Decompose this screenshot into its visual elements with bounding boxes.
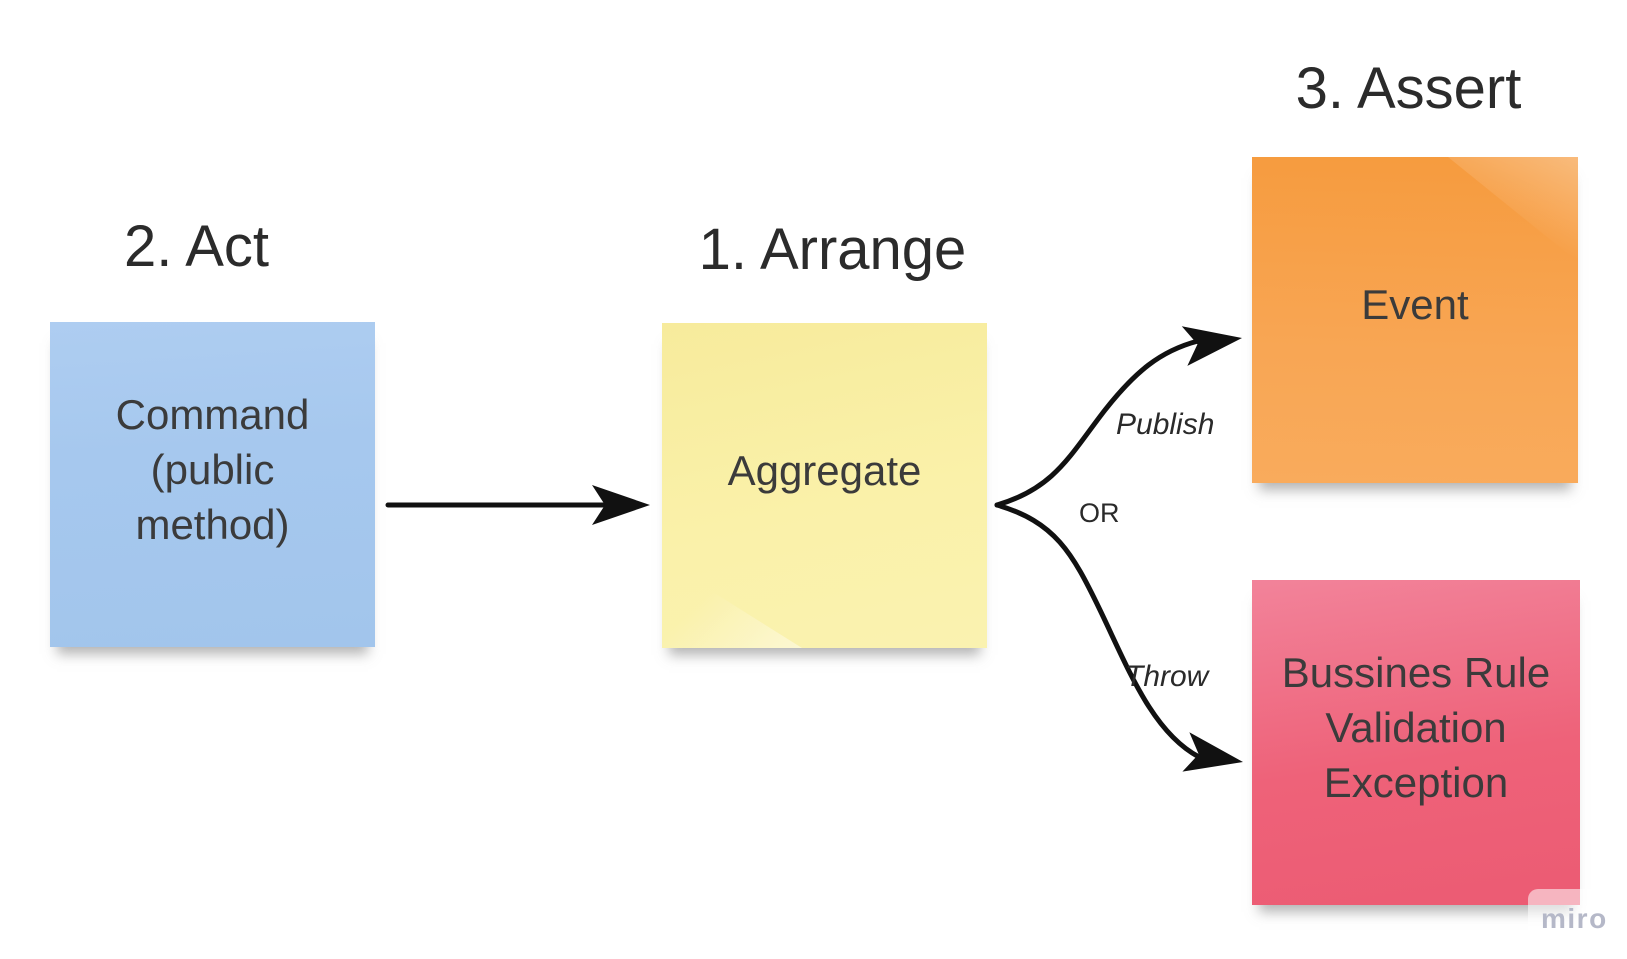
sticky-note-command[interactable]: Command (public method) [50, 322, 375, 647]
text-label-assert[interactable]: 3. Assert [1295, 56, 1522, 121]
miro-logo-text: miro [1541, 903, 1608, 934]
connector-aggregate-to-event-line[interactable] [994, 338, 1201, 508]
sticky-note-aggregate[interactable]: Aggregate [662, 323, 987, 648]
text-label-act[interactable]: 2. Act [123, 214, 270, 279]
text-label-arrange[interactable]: 1. Arrange [698, 217, 967, 282]
sticky-note-event[interactable]: Event [1252, 157, 1578, 483]
corner-fold-decoration [1448, 157, 1578, 262]
sticky-note-event-text: Event [1361, 281, 1469, 329]
connector-label-or[interactable]: OR [1079, 498, 1120, 528]
sticky-note-exception[interactable]: Bussines Rule Validation Exception [1252, 580, 1580, 905]
corner-fold-decoration [662, 560, 802, 648]
sticky-note-exception-text: Bussines Rule Validation Exception [1281, 648, 1551, 806]
connector-label-throw[interactable]: Throw [1125, 660, 1209, 693]
connector-aggregate-to-exception[interactable] [994, 502, 1246, 782]
connector-aggregate-to-exception-line[interactable] [994, 502, 1202, 760]
sticky-note-command-text: Command (public method) [115, 390, 310, 548]
sticky-note-aggregate-text: Aggregate [727, 446, 922, 494]
connector-aggregate-to-exception-arrowhead-icon [1182, 732, 1243, 772]
connector-label-publish[interactable]: Publish [1116, 408, 1215, 441]
connector-command-to-aggregate[interactable] [385, 485, 650, 525]
miro-watermark: miro [1528, 889, 1627, 959]
